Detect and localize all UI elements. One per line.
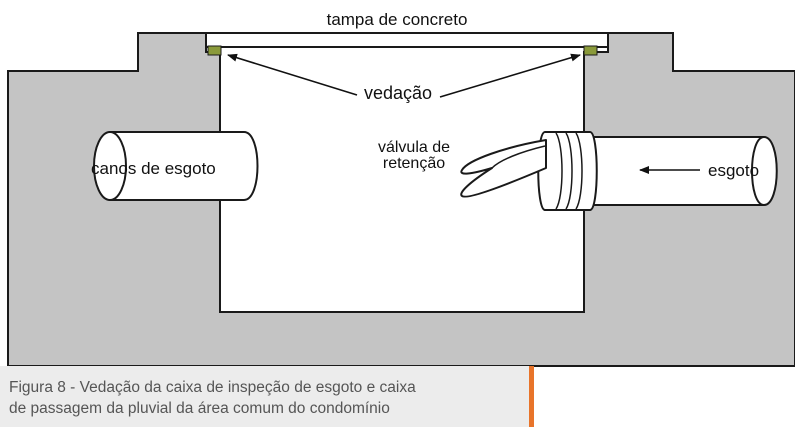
- check-valve-ring-2: [565, 132, 573, 210]
- check-valve-collar: [537, 131, 598, 211]
- check-valve-ring-1: [555, 132, 563, 210]
- check-valve-flap-fold: [491, 145, 546, 169]
- pipes-label: canos de esgoto: [91, 159, 216, 178]
- right-pipe-end: [751, 136, 765, 206]
- sewage-label: esgoto: [708, 161, 759, 180]
- left-pipe-opening: [93, 131, 127, 201]
- valve-label-line1: válvula de: [378, 139, 450, 156]
- box-interior: [220, 52, 584, 312]
- caption-line-1: Figura 8 - Vedação da caixa de inspeção …: [9, 379, 416, 396]
- lid-label: tampa de concreto: [327, 10, 468, 29]
- right-pipe: [579, 136, 778, 206]
- seal-label: vedação: [364, 83, 432, 103]
- left-pipe: [109, 131, 259, 201]
- caption-line-2: de passagem da pluvial da área comum do …: [9, 400, 390, 417]
- valve-label-line2: retenção: [383, 155, 445, 172]
- concrete-lid: [205, 32, 609, 48]
- check-valve-flap: [460, 139, 547, 198]
- figure-caption: Figura 8 - Vedação da caixa de inspeção …: [0, 366, 534, 427]
- seal-arrow-right: [439, 53, 581, 98]
- seal-right: [583, 45, 598, 56]
- seal-left: [207, 45, 222, 56]
- check-valve-ring-3: [575, 132, 583, 210]
- seal-arrow-left: [227, 53, 358, 96]
